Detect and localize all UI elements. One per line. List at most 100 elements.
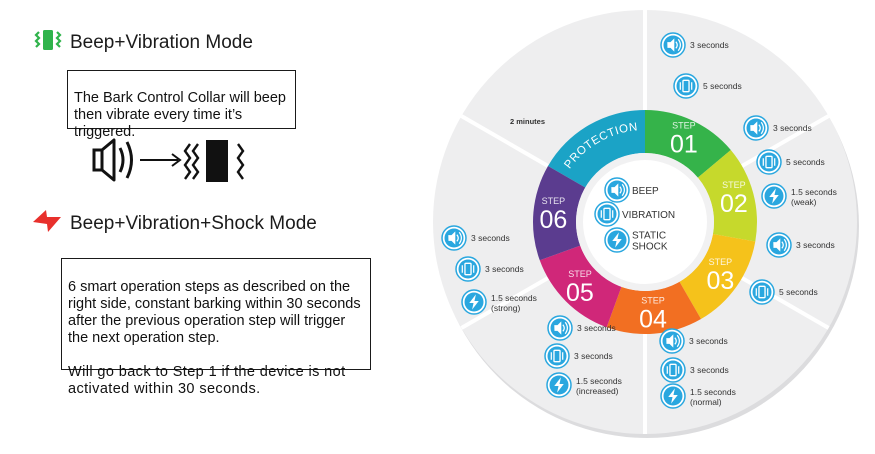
step-item-duration: 5 seconds	[703, 81, 742, 91]
step-05-item: 3 seconds	[544, 343, 613, 369]
step-item-level: (weak)	[791, 197, 817, 207]
step-number: 04	[639, 306, 667, 334]
speaker-icon	[660, 32, 686, 58]
step-item-duration: 1.5 seconds	[576, 376, 622, 386]
vibration-icon	[673, 73, 699, 99]
lightning-icon	[660, 383, 686, 409]
description-beep-vibration: The Bark Control Collar will beep then v…	[67, 70, 296, 140]
description-beep-vibration-shock: 6 smart operation steps as described on …	[61, 258, 371, 397]
step-item-level: (strong)	[491, 303, 520, 313]
step-04-item: 3 seconds	[660, 357, 729, 383]
step-word: STEP	[722, 180, 746, 190]
vibration-icon	[544, 343, 570, 369]
step-item-duration: 1.5 seconds	[690, 387, 736, 397]
description-line-1: 6 smart operation steps as described on …	[68, 279, 361, 346]
step-item-duration: 1.5 seconds	[491, 293, 537, 303]
speaker-icon	[766, 232, 792, 258]
step-01-item: 3 seconds	[660, 32, 729, 58]
legend-label: SHOCK	[632, 242, 668, 253]
lightning-icon	[546, 372, 572, 398]
vibration-icon	[34, 30, 62, 50]
step-segment-01	[645, 110, 731, 178]
step-segment-02	[697, 150, 757, 242]
mode-title-beep-vibration: Beep+Vibration Mode	[70, 32, 253, 53]
vibrating-device-icon	[183, 140, 245, 182]
panel-divider	[740, 114, 830, 168]
step-segment-04	[606, 281, 701, 335]
vibration-icon	[660, 357, 686, 383]
step-word: STEP	[542, 196, 566, 206]
panel-divider	[460, 276, 550, 330]
speaker-icon	[92, 138, 133, 182]
step-03-item: 5 seconds	[749, 279, 818, 305]
step-03-item: 3 seconds	[766, 232, 835, 258]
step-05-item: 1.5 seconds(increased)	[546, 372, 622, 398]
lightning-icon	[604, 227, 630, 253]
vibration-icon	[756, 149, 782, 175]
step-word: STEP	[672, 121, 696, 131]
step-wheel-diagram: PROTECTION MODE2 minutesSTEP01STEP02STEP…	[432, 0, 859, 438]
step-item-duration: 3 seconds	[471, 233, 510, 243]
step-segment-06	[533, 166, 586, 261]
step-item-duration: 1.5 seconds	[791, 187, 837, 197]
mode-title-beep-vibration-shock: Beep+Vibration+Shock Mode	[70, 213, 317, 234]
step-04-item: 3 seconds	[659, 328, 728, 354]
step-item-duration: 3 seconds	[690, 365, 729, 375]
step-02-item: 3 seconds	[743, 115, 812, 141]
step-word: STEP	[568, 269, 592, 279]
beep-to-vibrate-flow	[92, 138, 245, 182]
protection-time: 2 minutes	[510, 117, 545, 126]
speaker-icon	[659, 328, 685, 354]
legend-label: STATIC	[632, 231, 666, 242]
step-04-item: 1.5 seconds(normal)	[660, 383, 736, 409]
step-item-duration: 3 seconds	[689, 336, 728, 346]
step-segment-05	[539, 245, 622, 328]
lightning-icon	[461, 289, 487, 315]
step-item-duration: 3 seconds	[485, 264, 524, 274]
description-line-2: Will go back to Step 1 if the device is …	[68, 364, 346, 397]
step-item-duration: 5 seconds	[786, 157, 825, 167]
step-word: STEP	[641, 296, 665, 306]
legend-label: BEEP	[632, 186, 659, 197]
step-number: 01	[670, 131, 698, 159]
legend-label: VIBRATION	[622, 210, 675, 221]
step-item-duration: 5 seconds	[779, 287, 818, 297]
step-02-item: 1.5 seconds(weak)	[761, 183, 837, 209]
vibration-icon	[749, 279, 775, 305]
step-02-item: 5 seconds	[756, 149, 825, 175]
arrow-icon	[140, 153, 182, 167]
vibration-icon	[594, 201, 620, 227]
step-item-duration: 3 seconds	[690, 40, 729, 50]
step-number: 05	[566, 279, 594, 307]
step-01-item: 5 seconds	[673, 73, 742, 99]
step-segment-03	[679, 233, 756, 319]
speaker-icon	[547, 315, 573, 341]
speaker-icon	[441, 225, 467, 251]
step-item-level: (increased)	[576, 386, 619, 396]
step-item-duration: 3 seconds	[577, 323, 616, 333]
step-number: 02	[720, 190, 748, 218]
step-06-item: 3 seconds	[455, 256, 524, 282]
protection-mode-segment	[548, 110, 645, 188]
step-06-item: 1.5 seconds(strong)	[461, 289, 537, 315]
lightning-icon	[761, 183, 787, 209]
step-item-duration: 3 seconds	[773, 123, 812, 133]
step-word: STEP	[709, 257, 733, 267]
step-number: 03	[706, 267, 734, 295]
speaker-icon	[604, 177, 630, 203]
description-text: The Bark Control Collar will beep then v…	[74, 90, 286, 140]
step-number: 06	[539, 206, 567, 234]
step-item-level: (normal)	[690, 397, 722, 407]
step-06-item: 3 seconds	[441, 225, 510, 251]
lightning-icon	[33, 210, 61, 232]
step-05-item: 3 seconds	[547, 315, 616, 341]
vibration-icon	[455, 256, 481, 282]
panel-divider	[460, 114, 550, 168]
step-item-duration: 3 seconds	[574, 351, 613, 361]
speaker-icon	[743, 115, 769, 141]
